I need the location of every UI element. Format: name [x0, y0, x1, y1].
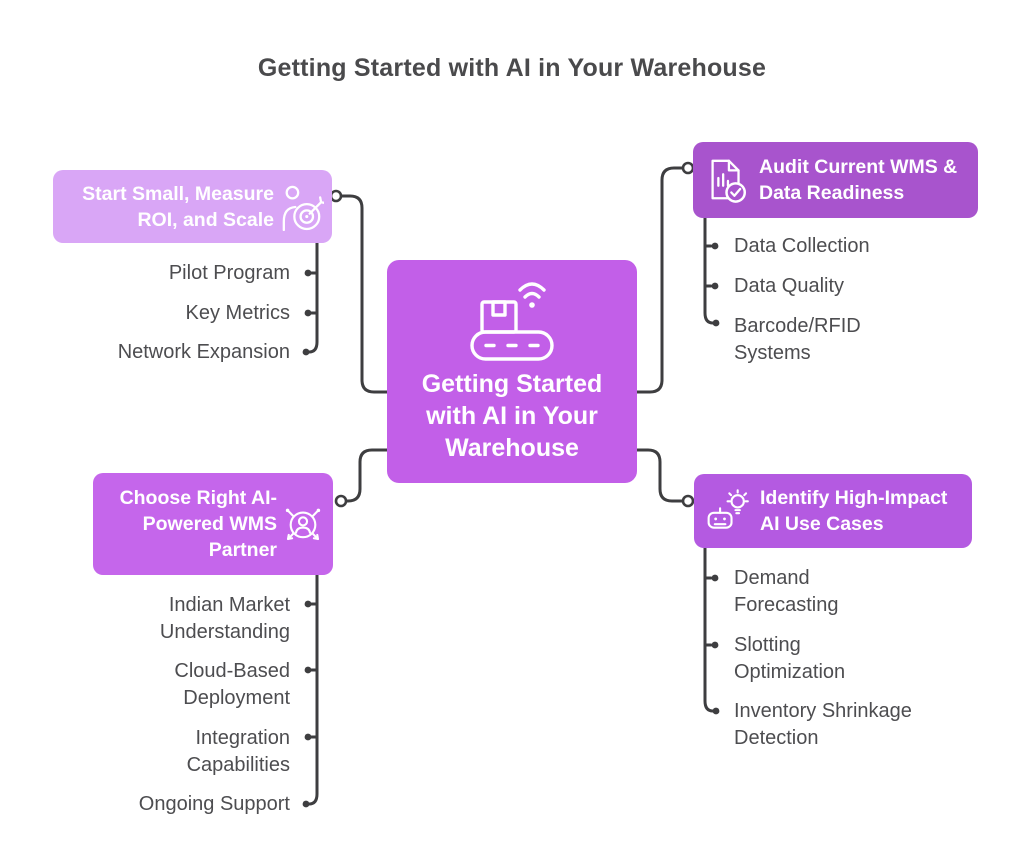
page-title: Getting Started with AI in Your Warehous…	[257, 54, 767, 82]
sublist-lines-top-left	[302, 241, 319, 356]
center-node: Getting Started with AI in Your Warehous…	[387, 260, 637, 483]
sub-item-barcode-rfid-systems: Barcode/RFID Systems	[734, 315, 861, 364]
sublist-lines-bottom-left	[302, 573, 319, 808]
sub-item-ongoing-support: Ongoing Support	[138, 793, 290, 815]
sub-item-indian-market-understanding: Indian Market Understanding	[159, 594, 290, 643]
connector-bottom-left	[344, 448, 389, 503]
connector-bottom-right	[635, 448, 685, 503]
sublist-lines-top-right	[703, 216, 720, 327]
sub-item-pilot-program: Pilot Program	[168, 262, 290, 284]
sub-item-data-collection: Data Collection	[734, 235, 870, 257]
branch-identify-use-cases-label: Identify High-Impact AI Use Cases	[760, 487, 948, 535]
terminal-circle-bottom-right	[681, 494, 695, 508]
branch-start-small: Start Small, Measure ROI, and Scale	[53, 170, 332, 243]
terminal-circle-top-right	[681, 161, 695, 175]
branch-choose-partner: Choose Right AI- Powered WMS Partner	[93, 473, 333, 575]
sub-item-cloud-based-deployment: Cloud-Based Deployment	[174, 660, 290, 709]
branch-choose-partner-label: Choose Right AI- Powered WMS Partner	[119, 487, 277, 561]
document-chart-check-icon	[705, 156, 749, 204]
branch-start-small-label: Start Small, Measure ROI, and Scale	[82, 182, 274, 231]
sub-item-integration-capabilities: Integration Capabilities	[186, 727, 290, 776]
connector-top-left	[339, 194, 389, 394]
sub-item-network-expansion: Network Expansion	[117, 341, 290, 363]
branch-audit-wms: Audit Current WMS & Data Readiness	[693, 142, 978, 218]
connector-top-right	[635, 166, 685, 394]
warehouse-conveyor-wifi-icon	[470, 274, 554, 364]
terminal-circle-bottom-left	[334, 494, 348, 508]
sub-item-demand-forecasting: Demand Forecasting	[734, 567, 839, 616]
sub-item-inventory-shrinkage-detection: Inventory Shrinkage Detection	[734, 700, 912, 749]
sub-item-key-metrics: Key Metrics	[185, 302, 290, 324]
robot-lightbulb-icon	[706, 488, 750, 534]
terminal-circle-top-left	[329, 189, 343, 203]
sublist-lines-bottom-right	[703, 546, 720, 715]
partner-selection-icon	[281, 502, 325, 546]
center-node-label: Getting Started with AI in Your Warehous…	[421, 370, 603, 462]
person-target-icon	[280, 183, 324, 231]
branch-audit-wms-label: Audit Current WMS & Data Readiness	[759, 156, 958, 204]
sub-item-slotting-optimization: Slotting Optimization	[734, 634, 846, 683]
sub-item-data-quality: Data Quality	[734, 275, 845, 297]
branch-identify-use-cases: Identify High-Impact AI Use Cases	[694, 474, 972, 548]
